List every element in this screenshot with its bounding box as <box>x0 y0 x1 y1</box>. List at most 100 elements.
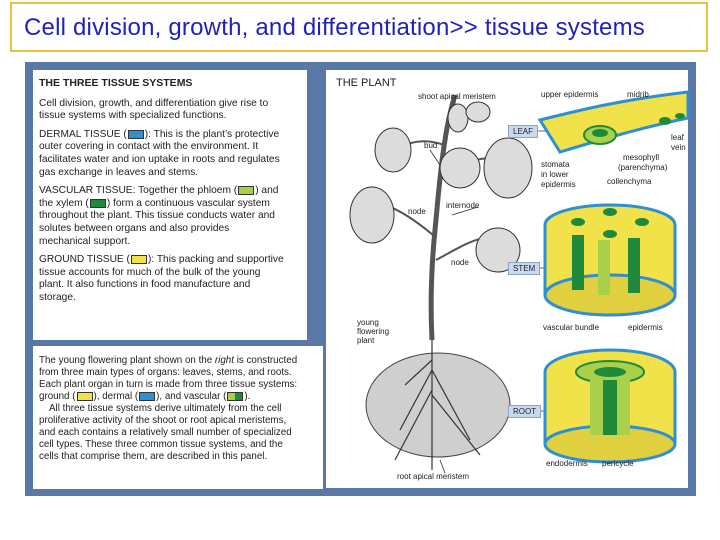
dermal-swatch <box>127 129 144 139</box>
leader-line <box>451 206 479 216</box>
intro-line: Cell division, growth, and differentiati… <box>39 97 269 109</box>
label-stomata: stomata <box>541 160 570 169</box>
leaf-shape <box>475 227 521 273</box>
label-epidermis: epidermis <box>628 323 663 332</box>
ground-line: plant. It also functions in food manufac… <box>39 279 251 291</box>
organ-tag-root: ROOT <box>508 405 542 418</box>
midrib-xylem <box>592 129 608 137</box>
dermal-desc: ): This is the plant’s protective <box>144 128 280 140</box>
label-internode: internode <box>446 201 480 210</box>
root-lines <box>394 340 481 470</box>
vascular-bundle-shape <box>628 238 640 293</box>
desc-fragment: ), and vascular ( <box>156 391 227 402</box>
vascular-line: solutes between organs and also provides <box>39 222 230 234</box>
vascular-line: the xylem ( ) form a continuous vascular … <box>39 198 304 211</box>
organ-tag-leaf: LEAF <box>508 125 539 138</box>
label-mesophyll: mesophyll <box>623 153 660 162</box>
leader-line <box>429 149 441 166</box>
label-collenchyma: collenchyma <box>607 177 652 186</box>
leaf-shape <box>483 137 533 199</box>
dermal-line: outer covering in contact with the envir… <box>39 141 259 153</box>
label-midrib: midrib <box>627 90 649 99</box>
desc-line: from three main types of organs: leaves,… <box>39 367 292 378</box>
vascular-heading: VASCULAR TISSUE: Together the phloem ( ) … <box>39 185 304 198</box>
description-box <box>33 346 323 489</box>
tissue-systems-box <box>33 70 307 340</box>
ground-swatch <box>130 254 147 264</box>
ground-heading: GROUND TISSUE ( ): This packing and suppo… <box>39 254 304 267</box>
label-stomata: in lower <box>541 170 569 179</box>
label-node: node <box>408 207 426 216</box>
desc-fragment: The young flowering plant shown on the <box>39 355 215 366</box>
ground-swatch <box>76 391 93 401</box>
desc-fragment: ground ( <box>39 391 76 402</box>
label-bud: bud <box>424 141 438 150</box>
label-stomata: epidermis <box>541 180 576 189</box>
leaf-shape <box>439 147 481 189</box>
phloem-swatch <box>238 185 255 195</box>
tissue-systems-text: THE THREE TISSUE SYSTEMS Cell division, … <box>39 77 304 305</box>
dermal-label: DERMAL TISSUE ( <box>39 128 127 140</box>
desc-line: and each contains a relatively small num… <box>39 427 292 438</box>
desc-line: cell types. These three common tissue sy… <box>39 439 283 450</box>
ground-label: GROUND TISSUE ( <box>39 254 130 266</box>
label-endodermis: endodermis <box>546 459 588 468</box>
description-text: The young flowering plant shown on the r… <box>39 355 329 463</box>
desc-line: ground ( ), dermal ( ), and vascular (). <box>39 391 329 403</box>
title-box: Cell division, growth, and differentiati… <box>10 2 708 52</box>
leaf-vein-shape <box>659 117 671 125</box>
label-root-apical-meristem: root apical meristem <box>397 472 470 481</box>
dermal-swatch <box>139 391 156 401</box>
vascular-line: throughout the plant. This tissue conduc… <box>39 210 275 222</box>
desc-line: All three tissue systems derive ultimate… <box>49 403 282 414</box>
vascular-bundle-shape <box>598 240 610 295</box>
label-shoot-apical-meristem: shoot apical meristem <box>418 92 496 101</box>
tissue-systems-heading: THE THREE TISSUE SYSTEMS <box>39 77 193 89</box>
soil-shape <box>365 352 511 458</box>
desc-fragment: ), dermal ( <box>93 391 139 402</box>
intro-line: tissue systems with specialized function… <box>39 110 227 122</box>
label-leaf: leaf <box>671 133 684 142</box>
desc-line: Each plant organ in turn is made from th… <box>39 379 298 390</box>
ground-line: storage. <box>39 291 76 303</box>
vascular-swatch <box>227 391 244 401</box>
desc-italic: right <box>214 355 234 366</box>
label-vein: vein <box>671 143 686 152</box>
plant-heading: THE PLANT <box>336 77 397 89</box>
organ-tag-stem: STEM <box>508 262 541 275</box>
stem-shape <box>428 94 458 341</box>
label-flowering: flowering <box>357 327 390 336</box>
desc-line: The young flowering plant shown on the r… <box>39 355 329 367</box>
label-plant: plant <box>357 336 375 345</box>
slide-title: Cell division, growth, and differentiati… <box>24 14 645 41</box>
label-upper-epidermis: upper epidermis <box>541 90 599 99</box>
label-pericycle: pericycle <box>602 459 634 468</box>
xylem-label: the xylem ( <box>39 197 89 209</box>
leaf-shape <box>349 186 395 244</box>
desc-line: proliferative activity of the shoot or r… <box>39 415 287 426</box>
label-vascular-bundle: vascular bundle <box>543 323 600 332</box>
dermal-heading: DERMAL TISSUE ( ): This is the plant’s pr… <box>39 129 304 142</box>
leaf-shape <box>465 101 491 123</box>
label-parenchyma: (parenchyma) <box>618 163 668 172</box>
root-xylem <box>594 367 626 377</box>
vascular-bundle-shape <box>572 235 584 290</box>
leaf-shape <box>374 127 412 173</box>
vascular-label: VASCULAR TISSUE: Together the phloem ( <box>39 185 238 197</box>
desc-line: cells that comprise them, are described … <box>39 451 268 462</box>
dermal-line: facilitates water and ion uptake in root… <box>39 153 280 165</box>
leader-line <box>439 459 446 474</box>
dermal-line: gas exchange in leaves and stems. <box>39 166 199 178</box>
xylem-swatch <box>89 198 106 208</box>
label-node: node <box>451 258 469 267</box>
desc-fragment: ). <box>244 391 251 402</box>
ground-desc: ): This packing and supportive <box>147 254 284 266</box>
ground-line: tissue accounts for much of the bulk of … <box>39 266 261 278</box>
desc-fragment: is constructed <box>233 355 298 366</box>
vascular-and: ) and <box>255 185 279 197</box>
leaf-shape <box>447 103 469 133</box>
vascular-desc: ) form a continuous vascular system <box>106 197 270 209</box>
vascular-line: mechanical support. <box>39 235 131 247</box>
label-young: young <box>357 318 379 327</box>
